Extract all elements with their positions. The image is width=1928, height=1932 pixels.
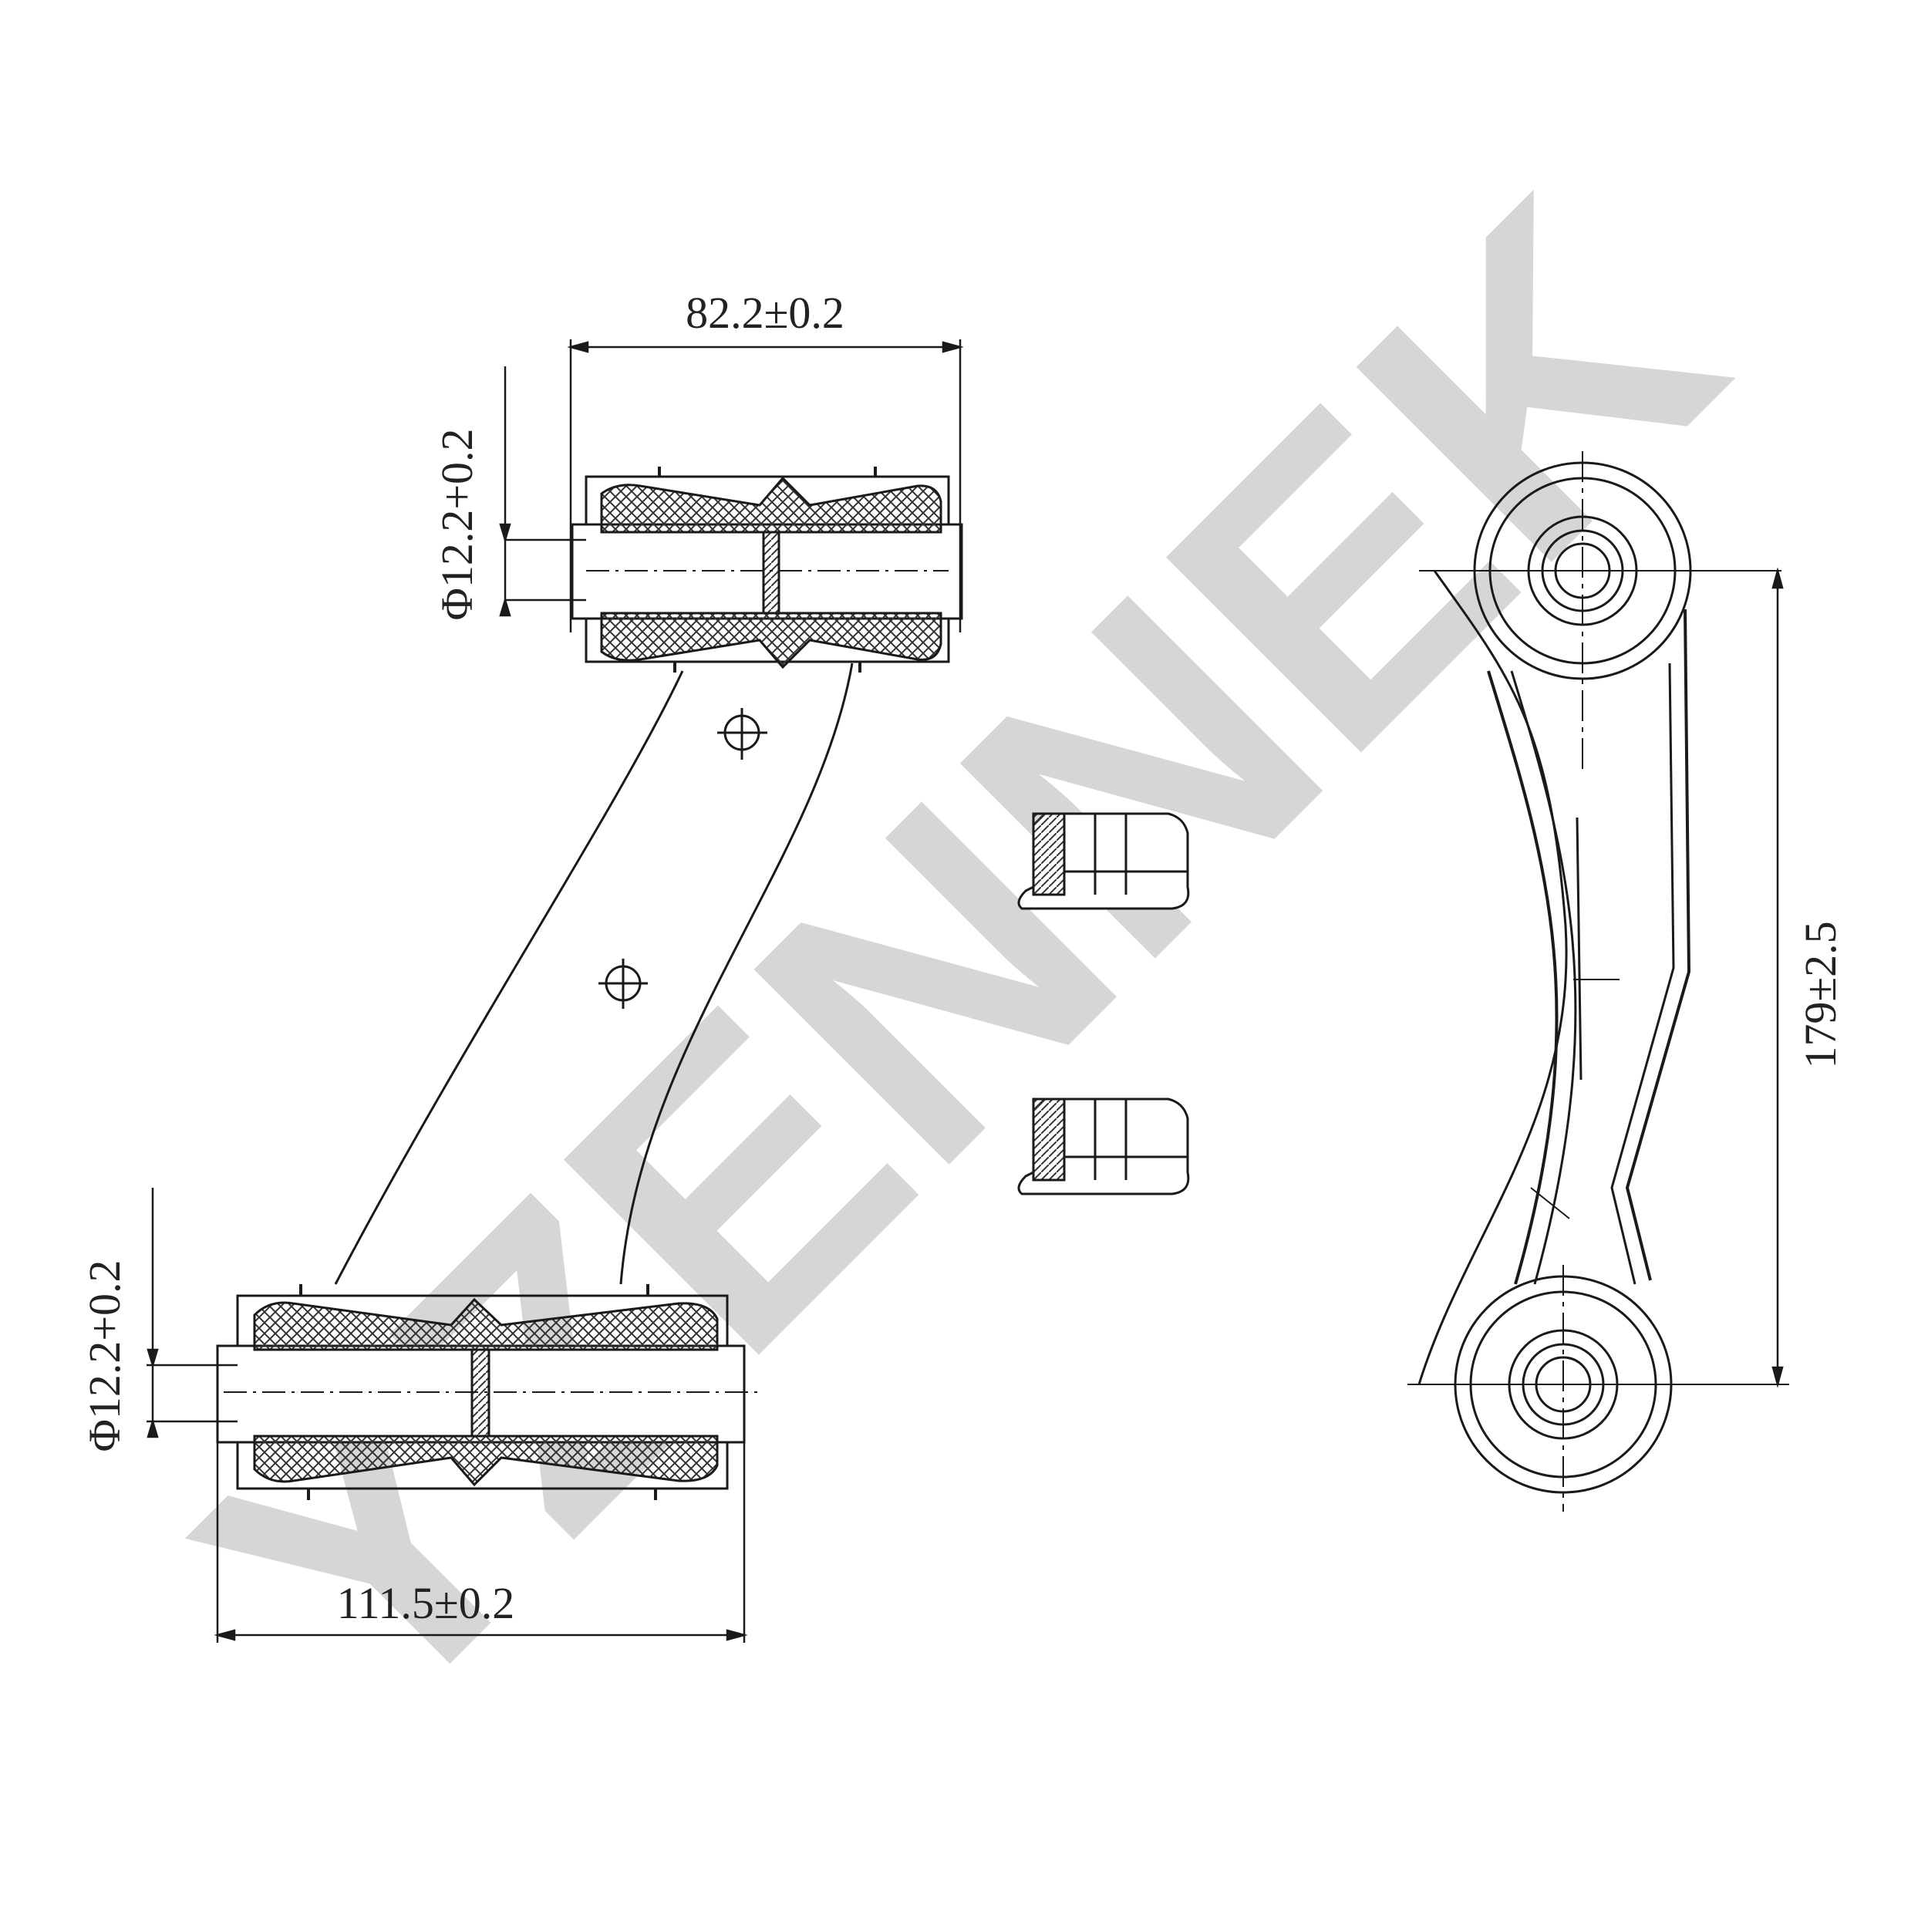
dimension-lines	[147, 339, 1784, 1643]
upper-bushing	[571, 467, 963, 673]
dimension-labels: 82.2±0.2 Φ12.2+0.2 Φ12.2+0.2 111.5±0.2 1…	[79, 288, 1845, 1628]
watermark-text: YZENNEK	[119, 119, 1799, 1799]
lower-bore-label: Φ12.2+0.2	[79, 1259, 130, 1452]
hole-marker-lower	[598, 959, 648, 1009]
lower-length-label: 111.5±0.2	[337, 1578, 515, 1628]
side-view	[1407, 451, 1789, 1512]
watermark: YZENNEK	[119, 119, 1799, 1799]
lower-bushing	[216, 1284, 763, 1500]
flange-nut-lower	[1017, 1097, 1190, 1195]
hole-marker-upper	[717, 708, 767, 760]
flange-nut-upper	[1017, 812, 1190, 910]
upper-length-label: 82.2±0.2	[686, 288, 844, 338]
center-distance-label: 179±2.5	[1795, 921, 1845, 1068]
connecting-arm	[334, 663, 854, 1285]
upper-bore-label: Φ12.2+0.2	[432, 428, 482, 620]
